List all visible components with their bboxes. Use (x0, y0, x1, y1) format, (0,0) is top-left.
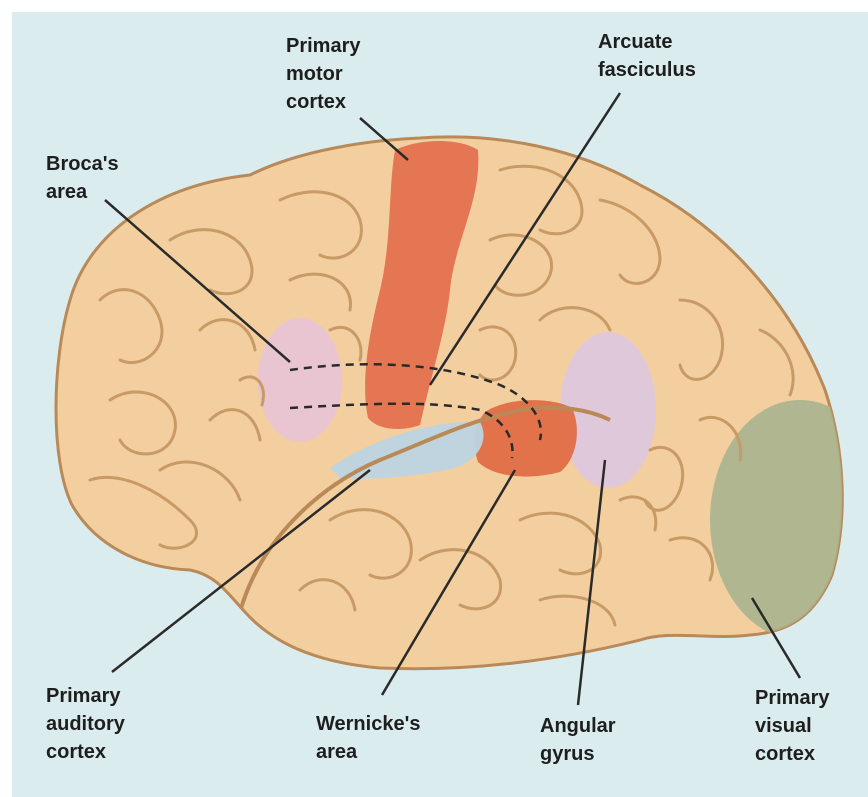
label-line: Arcuate (598, 28, 696, 56)
label-line: cortex (286, 88, 361, 116)
wernickes-area-region (475, 400, 577, 476)
label-line: Primary (286, 32, 361, 60)
label-arcuate-fasciculus: Arcuate fasciculus (598, 28, 696, 84)
brocas-area-region (258, 318, 342, 442)
label-primary-visual-cortex: Primary visual cortex (755, 684, 830, 768)
label-angular-gyrus: Angular gyrus (540, 712, 616, 768)
label-line: Broca's (46, 150, 119, 178)
label-primary-auditory-cortex: Primary auditory cortex (46, 682, 125, 766)
label-line: cortex (755, 740, 830, 768)
label-line: cortex (46, 738, 125, 766)
label-line: motor (286, 60, 361, 88)
label-line: area (316, 738, 420, 766)
label-line: auditory (46, 710, 125, 738)
label-line: Angular (540, 712, 616, 740)
label-primary-motor-cortex: Primary motor cortex (286, 32, 361, 116)
label-line: fasciculus (598, 56, 696, 84)
label-brocas-area: Broca's area (46, 150, 119, 206)
label-line: Wernicke's (316, 710, 420, 738)
label-line: area (46, 178, 119, 206)
label-line: visual (755, 712, 830, 740)
label-line: gyrus (540, 740, 616, 768)
label-line: Primary (46, 682, 125, 710)
label-wernickes-area: Wernicke's area (316, 710, 420, 766)
label-line: Primary (755, 684, 830, 712)
